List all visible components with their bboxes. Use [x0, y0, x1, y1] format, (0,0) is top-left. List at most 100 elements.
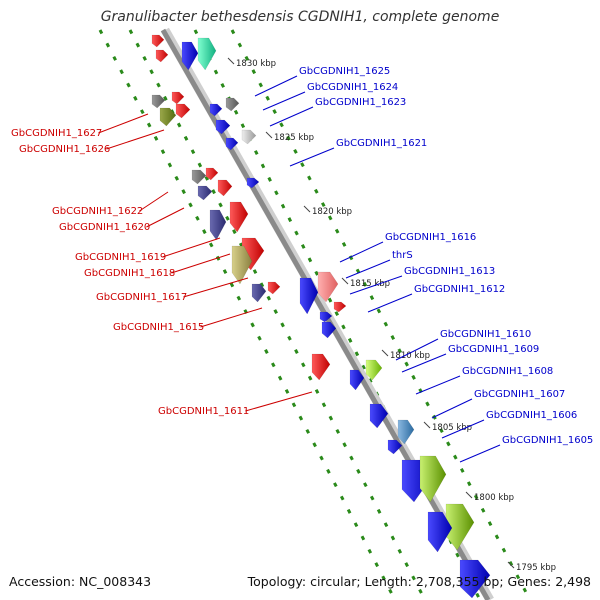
scale-bar: 1830 kbp 1825 kbp 1820 kbp 1815 kbp 1810 kbp… — [227, 57, 556, 573]
gene-feature — [397, 419, 415, 445]
callout-line-right — [431, 398, 473, 419]
gene-features — [151, 34, 491, 599]
dotted-track-2 — [128, 29, 427, 600]
gene-label-right[interactable]: GbCGDNIH1_1624 — [307, 82, 398, 93]
scale-tick — [507, 561, 515, 569]
gene-label-right[interactable]: GbCGDNIH1_1609 — [448, 344, 539, 355]
scale-tick — [381, 349, 389, 357]
callout-line-left — [171, 253, 231, 274]
gene-label-left[interactable]: GbCGDNIH1_1611 — [158, 406, 249, 417]
gene-feature — [333, 301, 347, 313]
callout-line-left — [98, 113, 149, 134]
gene-label-right[interactable]: GbCGDNIH1_1625 — [299, 66, 390, 77]
callout-line-right — [349, 275, 403, 295]
gene-feature — [267, 281, 281, 295]
gene-feature — [229, 201, 249, 233]
callout-line-right — [367, 293, 413, 313]
gene-label-left[interactable]: GbCGDNIH1_1622 — [52, 206, 143, 217]
callout-line-right — [441, 419, 485, 439]
gene-feature — [205, 167, 219, 181]
gene-feature — [311, 353, 331, 381]
gene-label-right[interactable]: GbCGDNIH1_1623 — [315, 97, 406, 108]
gene-feature — [181, 41, 199, 71]
gene-feature — [197, 37, 217, 71]
gene-label-left[interactable]: GbCGDNIH1_1618 — [84, 268, 175, 279]
scale-label: 1830 kbp — [236, 59, 276, 69]
callout-line-left — [106, 129, 165, 150]
gene-feature — [387, 439, 403, 455]
gene-feature — [197, 185, 213, 201]
gene-label-right[interactable]: GbCGDNIH1_1612 — [414, 284, 505, 295]
scale-label: 1805 kbp — [432, 423, 472, 433]
gene-label-right[interactable]: GbCGDNIH1_1613 — [404, 266, 495, 277]
callout-line-right — [395, 338, 439, 361]
gene-feature — [319, 311, 333, 323]
callout-line-left — [200, 307, 263, 328]
gene-feature — [171, 91, 185, 105]
scale-label: 1810 kbp — [390, 351, 430, 361]
scale-tick — [341, 277, 349, 285]
callout-line-left — [146, 207, 185, 228]
callout-line-right — [459, 444, 501, 463]
gene-label-left[interactable]: GbCGDNIH1_1620 — [59, 222, 150, 233]
scale-tick — [227, 57, 235, 65]
dotted-track-1 — [98, 29, 397, 600]
gene-label-left[interactable]: GbCGDNIH1_1626 — [19, 144, 110, 155]
gene-label-right[interactable]: GbCGDNIH1_1607 — [474, 389, 565, 400]
gene-feature — [369, 403, 389, 429]
gene-label-right[interactable]: GbCGDNIH1_1616 — [385, 232, 476, 243]
scale-tick — [265, 131, 273, 139]
callout-line-left — [162, 237, 221, 258]
scale-label: 1795 kbp — [516, 563, 556, 573]
gene-label-left[interactable]: GbCGDNIH1_1627 — [11, 128, 102, 139]
gene-feature — [349, 369, 365, 391]
gene-label-right[interactable]: GbCGDNIH1_1610 — [440, 329, 531, 340]
gene-label-left[interactable]: GbCGDNIH1_1615 — [113, 322, 204, 333]
gene-label-left[interactable]: GbCGDNIH1_1619 — [75, 252, 166, 263]
gene-callouts: GbCGDNIH1_1627GbCGDNIH1_1626GbCGDNIH1_16… — [11, 66, 593, 463]
gene-label-right[interactable]: GbCGDNIH1_1608 — [462, 366, 553, 377]
gene-feature — [317, 271, 339, 303]
callout-line-left — [183, 277, 249, 298]
gene-feature — [231, 245, 253, 285]
gene-label-right[interactable]: thrS — [392, 250, 413, 261]
scale-label: 1825 kbp — [274, 133, 314, 143]
gene-feature — [225, 97, 240, 112]
gene-feature — [191, 169, 207, 185]
gene-feature — [225, 137, 239, 151]
gene-feature — [155, 49, 169, 63]
callout-line-right — [415, 375, 461, 395]
gene-label-right[interactable]: GbCGDNIH1_1606 — [486, 410, 577, 421]
gene-feature — [175, 103, 191, 119]
callout-line-right — [254, 75, 298, 97]
gene-feature — [241, 129, 257, 145]
gene-feature — [299, 277, 319, 315]
gene-label-right[interactable]: GbCGDNIH1_1605 — [502, 435, 593, 446]
gene-feature — [427, 511, 453, 553]
gene-feature — [151, 34, 165, 48]
callout-line-right — [345, 259, 391, 279]
gene-feature — [365, 359, 383, 381]
callout-line-left — [245, 391, 313, 412]
gene-feature — [215, 119, 231, 135]
scale-tick — [465, 491, 473, 499]
dotted-track-3 — [193, 29, 482, 600]
gene-label-left[interactable]: GbCGDNIH1_1617 — [96, 292, 187, 303]
callout-line-right — [339, 241, 384, 263]
scale-label: 1815 kbp — [350, 279, 390, 289]
topology-text: Topology: circular; Length: 2,708,355 bp… — [247, 574, 591, 589]
callout-line-left — [139, 191, 169, 212]
gene-feature — [251, 283, 267, 303]
scale-tick — [303, 205, 311, 213]
scale-label: 1800 kbp — [474, 493, 514, 503]
gene-feature — [321, 321, 337, 339]
callout-line-right — [289, 147, 335, 167]
callout-line-right — [269, 106, 314, 127]
callout-line-right — [262, 91, 306, 111]
gene-feature — [419, 455, 447, 503]
gene-label-right[interactable]: GbCGDNIH1_1621 — [336, 138, 427, 149]
scale-label: 1820 kbp — [312, 207, 352, 217]
gene-feature — [217, 179, 233, 197]
callout-line-right — [401, 353, 447, 373]
